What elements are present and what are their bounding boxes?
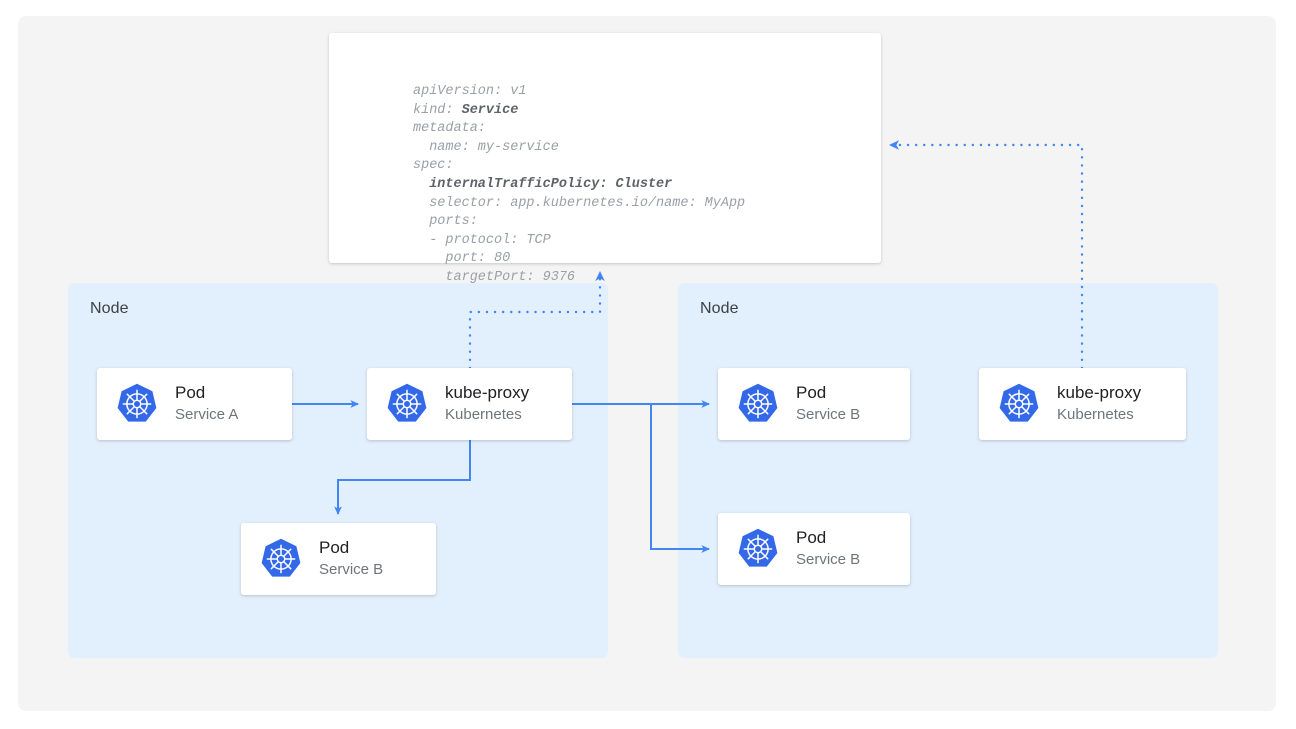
yaml-line-spec: spec:	[413, 158, 454, 174]
card-text: Pod Service B	[319, 538, 383, 579]
kubernetes-icon	[736, 382, 780, 426]
kubernetes-icon	[736, 527, 780, 571]
card-text: kube-proxy Kubernetes	[445, 383, 529, 424]
node-label-right: Node	[700, 300, 739, 317]
card-text: Pod Service A	[175, 383, 238, 424]
card-text: Pod Service B	[796, 383, 860, 424]
card-pod-service-a[interactable]: Pod Service A	[97, 368, 292, 440]
node-group-right: Node	[678, 283, 1218, 658]
card-title: kube-proxy	[1057, 383, 1142, 403]
yaml-line-protocol: - protocol: TCP	[413, 232, 551, 248]
card-text: Pod Service B	[796, 528, 860, 569]
yaml-kind-key: kind:	[413, 102, 462, 118]
kubernetes-icon	[997, 382, 1041, 426]
yaml-kind-value: Service	[461, 102, 519, 118]
card-title: Pod	[796, 383, 827, 403]
card-text: kube-proxy Kubernetes	[1057, 383, 1141, 424]
card-title: Pod	[796, 528, 827, 548]
yaml-line-targetport: targetPort: 9376	[413, 269, 576, 285]
card-subtitle: Service B	[796, 406, 861, 424]
node-group-left: Node	[68, 283, 608, 658]
node-label-left: Node	[90, 300, 129, 317]
card-title: Pod	[175, 383, 206, 403]
yaml-line-name: name: my-service	[413, 139, 559, 155]
kubernetes-icon	[259, 537, 303, 581]
card-subtitle: Service B	[796, 551, 861, 569]
service-manifest-panel: apiVersion: v1 kind: Service metadata: n…	[329, 33, 881, 285]
card-title: kube-proxy	[445, 383, 530, 403]
card-pod-service-b-remote-2[interactable]: Pod Service B	[718, 513, 910, 585]
yaml-line-selector: selector: app.kubernetes.io/name: MyApp	[413, 195, 746, 211]
card-pod-service-b-local[interactable]: Pod Service B	[241, 523, 436, 595]
yaml-line-apiversion: apiVersion: v1	[413, 84, 527, 99]
yaml-line-kind: kind: Service	[413, 102, 881, 121]
yaml-line-port: port: 80	[413, 251, 511, 267]
yaml-line-ports: ports:	[413, 214, 478, 230]
yaml-line-metadata: metadata:	[413, 121, 486, 137]
card-subtitle: Kubernetes	[1057, 406, 1134, 424]
card-kube-proxy-left[interactable]: kube-proxy Kubernetes	[367, 368, 572, 440]
card-subtitle: Service B	[319, 561, 384, 579]
card-kube-proxy-right[interactable]: kube-proxy Kubernetes	[979, 368, 1186, 440]
card-pod-service-b-remote-1[interactable]: Pod Service B	[718, 368, 910, 440]
kubernetes-icon	[115, 382, 159, 426]
card-subtitle: Service A	[175, 406, 239, 424]
yaml-line-internal-traffic-policy: internalTrafficPolicy: Cluster	[413, 176, 673, 192]
card-subtitle: Kubernetes	[445, 406, 522, 424]
kubernetes-icon	[385, 382, 429, 426]
card-title: Pod	[319, 538, 350, 558]
